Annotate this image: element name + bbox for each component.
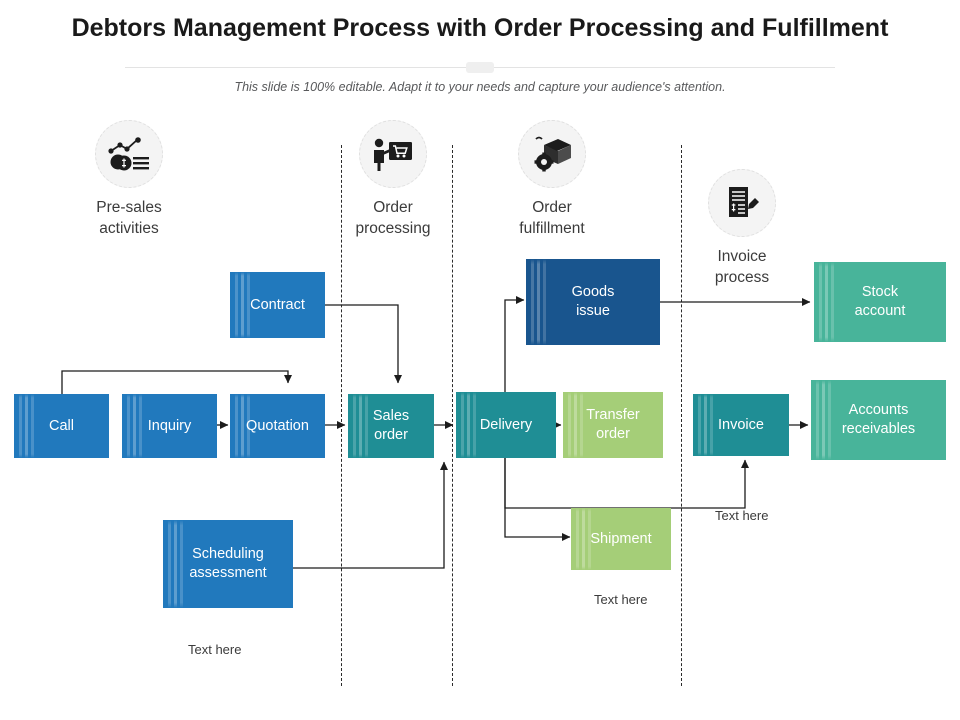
process-box-invoice[interactable]: Invoice (693, 394, 789, 456)
stage-order-fulfillment: Order fulfillment (492, 120, 612, 239)
process-box-quotation[interactable]: Quotation (230, 394, 325, 458)
note-shipment: Text here (594, 592, 648, 607)
lane-divider-2 (452, 145, 453, 686)
box-label: Quotation (246, 417, 309, 434)
process-box-transfer-order[interactable]: Transfer order (563, 392, 663, 458)
box-gear-icon (518, 120, 586, 188)
stage-label: Order fulfillment (519, 199, 585, 238)
stage-label: Order processing (355, 199, 431, 238)
process-box-inquiry[interactable]: Inquiry (122, 394, 217, 458)
process-box-accounts-receivables[interactable]: Accounts receivables (811, 380, 946, 460)
page-subtitle: This slide is 100% editable. Adapt it to… (234, 80, 726, 94)
box-label: Accounts receivables (841, 402, 916, 437)
process-box-call[interactable]: Call (14, 394, 109, 458)
process-box-sales-order[interactable]: Sales order (348, 394, 434, 458)
person-cart-screen-icon (359, 120, 427, 188)
box-label: Sales order (372, 408, 410, 443)
box-label: Contract (250, 296, 305, 313)
lane-divider-1 (341, 145, 342, 686)
process-box-contract[interactable]: Contract (230, 272, 325, 338)
stage-order-processing: Order processing (333, 120, 453, 239)
box-label: Shipment (590, 530, 652, 547)
invoice-pencil-icon (708, 169, 776, 237)
stage-label: Invoice process (714, 248, 770, 287)
process-box-goods-issue[interactable]: Goods issue (526, 259, 660, 345)
stage-invoice-process: Invoice process (682, 169, 802, 288)
box-label: Stock account (854, 284, 906, 319)
page-title: Debtors Management Process with Order Pr… (71, 14, 889, 42)
note-scheduling: Text here (188, 642, 242, 657)
process-box-scheduling-assessment[interactable]: Scheduling assessment (163, 520, 293, 608)
chart-coins-icon (95, 120, 163, 188)
note-invoice: Text here (715, 508, 769, 523)
process-box-delivery[interactable]: Delivery (456, 392, 556, 458)
stage-pre-sales-activities: Pre-sales activities (69, 120, 189, 239)
box-label: Delivery (479, 416, 533, 433)
stage-label: Pre-sales activities (96, 199, 162, 238)
box-label: Inquiry (147, 417, 192, 434)
box-label: Invoice (718, 416, 764, 433)
box-label: Scheduling assessment (189, 546, 267, 581)
box-label: Call (49, 417, 74, 434)
box-label: Goods issue (571, 284, 615, 319)
process-box-shipment[interactable]: Shipment (571, 508, 671, 570)
process-box-stock-account[interactable]: Stock account (814, 262, 946, 342)
title-divider-knob (466, 62, 494, 73)
box-label: Transfer order (586, 407, 640, 442)
lane-divider-3 (681, 145, 682, 686)
